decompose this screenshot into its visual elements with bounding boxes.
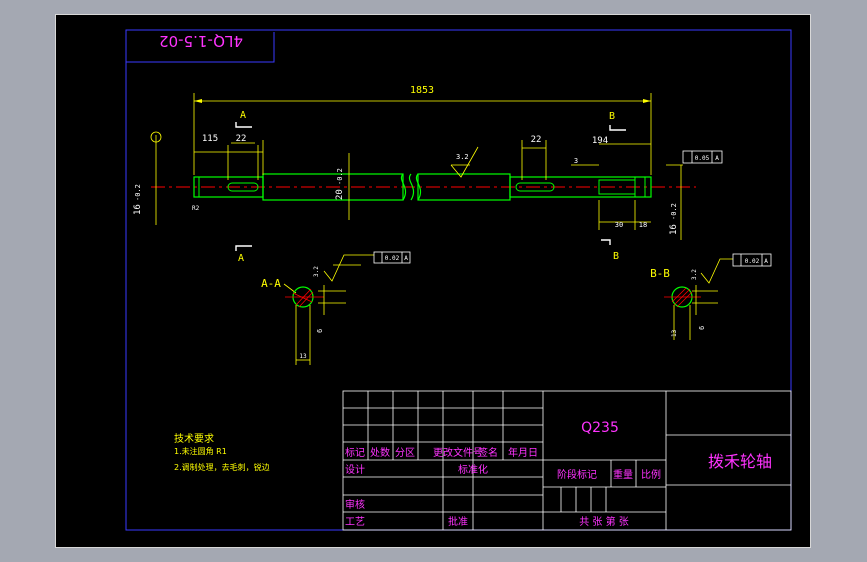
- notes-line2: 2.调制处理，去毛刺，锐边: [174, 462, 270, 472]
- hdr-count: 处数: [370, 446, 390, 459]
- hdr-change-doc: 更改文件号: [433, 446, 483, 459]
- roughness-aa: 3.2: [313, 266, 320, 277]
- shaft-middle-section: [262, 173, 404, 201]
- dim-22-right: 22: [531, 135, 542, 145]
- section-a-top: A: [240, 110, 246, 121]
- shaft-main-view: [151, 173, 696, 201]
- scale-label: 比例: [641, 468, 661, 481]
- technical-notes: 技术要求 1.未注圆角 R1 2.调制处理，去毛刺，锐边: [174, 432, 270, 472]
- dim-6-aa: 6: [316, 329, 324, 333]
- dim-overall: 1853: [193, 85, 652, 175]
- tol-aa-value: 0.02: [385, 255, 400, 262]
- shaft-right-section: [509, 176, 652, 198]
- dim-194: 194: [592, 136, 608, 146]
- roughness-bb: 3.2: [691, 269, 698, 280]
- notes-line1: 1.未注圆角 R1: [174, 446, 227, 456]
- cad-viewport[interactable]: 4LQ-1.5-02 1853: [55, 14, 811, 548]
- break-mark-right: [415, 173, 422, 201]
- tol-bb-value: 0.02: [745, 258, 760, 265]
- dim-18: 18: [639, 221, 647, 229]
- dim-3: 3: [574, 157, 578, 165]
- view-bb-label: B-B: [650, 267, 670, 280]
- view-aa-label: A-A: [261, 277, 281, 290]
- hdr-date: 年月日: [508, 446, 538, 459]
- dia-right-tol: -0.2: [670, 203, 678, 220]
- dim-115: 115: [202, 134, 218, 144]
- sheets-label: 共 张 第 张: [579, 515, 629, 528]
- dia-mid-tol: -0.2: [336, 168, 344, 185]
- tol-aa-datum: A: [404, 255, 408, 262]
- section-b-bottom: B: [613, 251, 619, 262]
- title-block: [342, 390, 792, 531]
- approve-label: 批准: [448, 515, 468, 528]
- hdr-signature: 签名: [478, 446, 498, 459]
- section-aa-view: A-A 13 6 3.2 0.02 A: [261, 251, 411, 365]
- section-bb-view: B-B 13 6 3.2 0.02 A: [650, 253, 772, 340]
- process-label: 工艺: [345, 516, 365, 528]
- design-label: 设计: [345, 463, 365, 476]
- drawing-code: 4LQ-1.5-02: [159, 32, 243, 50]
- dim-right-group: 22 194 3: [521, 135, 651, 180]
- dim-22-left: 22: [236, 134, 247, 144]
- dim-diameters: 16 -0.2 20 -0.2 16 -0.2 30 18 R2: [133, 131, 682, 240]
- review-label: 审核: [345, 498, 365, 511]
- tol-top-datum: A: [715, 155, 719, 162]
- notes-heading: 技术要求: [174, 432, 214, 445]
- roughness-main-value: 3.2: [456, 153, 469, 161]
- tol-top-value: 0.05: [695, 155, 710, 162]
- standardize-label: 标准化: [458, 463, 488, 476]
- dim-13-aa: 13: [299, 353, 307, 360]
- keyway-right: [515, 182, 555, 192]
- dia-mid: 20: [335, 189, 345, 200]
- section-b-markers: B B: [601, 111, 626, 262]
- dim-30: 30: [615, 221, 623, 229]
- hdr-zone: 分区: [395, 447, 415, 459]
- dim-left-group: 115 22: [194, 134, 264, 180]
- section-b-top: B: [609, 111, 615, 122]
- weight-label: 重量: [613, 468, 633, 481]
- dia-left-tol: -0.2: [134, 184, 142, 201]
- break-mark-left: [400, 173, 407, 201]
- roughness-main: 3.2: [450, 146, 479, 178]
- dim-6-bb: 6: [698, 326, 706, 330]
- dim-r2: R2: [192, 205, 200, 212]
- material: Q235: [581, 420, 619, 436]
- section-a-bottom: A: [238, 253, 244, 264]
- dim-overall-text: 1853: [410, 85, 434, 96]
- hdr-mark: 标记: [345, 447, 365, 459]
- tol-bb-datum: A: [764, 258, 768, 265]
- keyway-left: [227, 182, 259, 192]
- stage-mark-label: 阶段标记: [557, 468, 597, 481]
- part-name: 拨禾轮轴: [708, 452, 772, 471]
- dia-right: 16: [669, 224, 679, 235]
- dim-13-bb: 13: [671, 329, 678, 337]
- tolerance-frame-top: 0.05 A: [666, 150, 723, 166]
- drawing-canvas: 4LQ-1.5-02 1853: [125, 29, 792, 531]
- dia-left: 16: [133, 204, 143, 215]
- code-box: 4LQ-1.5-02: [126, 32, 275, 63]
- section-a-markers: A A: [235, 110, 252, 264]
- title-block-text: Q235 拨禾轮轴 标记 处数 分区 更改文件号 签名 年月日 设计 标准化 阶…: [345, 420, 772, 528]
